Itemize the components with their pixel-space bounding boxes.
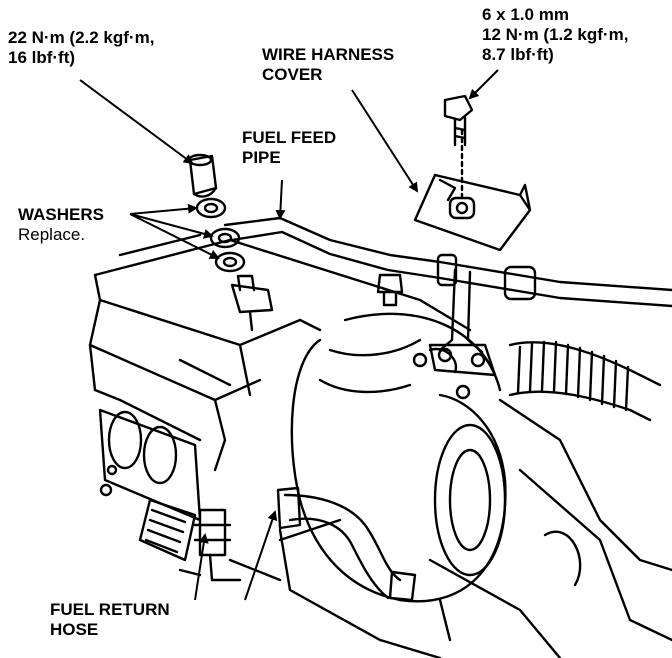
leader-bolt-spec [468, 69, 499, 100]
bolt-spec-label: 6 x 1.0 mm 12 N·m (1.2 kgf·m, 8.7 lbf·ft… [482, 5, 628, 65]
leader-wire-harness-cover [351, 89, 419, 193]
fuel-return-hose-label: FUEL RETURN HOSE [50, 600, 170, 640]
wire-harness-line-1: WIRE HARNESS [262, 45, 395, 64]
leader-fuel-feed-pipe [275, 179, 286, 220]
leader-torque-left [79, 79, 194, 165]
torque-left-line-1: 22 N·m (2.2 kgf·m, [8, 28, 155, 47]
bolt-spec-line-1: 6 x 1.0 mm [482, 5, 569, 24]
leader-washer-1 [129, 203, 198, 215]
washers-title: WASHERS [18, 205, 104, 224]
fuel-return-hose [276, 486, 417, 602]
washers [195, 197, 246, 273]
leader-fuel-return-1 [194, 533, 209, 601]
banjo-bolt-icon [187, 153, 218, 198]
washers-label: WASHERS Replace. [18, 205, 104, 245]
fuel-feed-line-2: PIPE [242, 148, 281, 167]
banjo-fitting [230, 274, 274, 332]
intake-manifold [88, 233, 472, 472]
wire-harness-line-2: COVER [262, 65, 323, 84]
wire-harness-cover-label: WIRE HARNESS COVER [262, 45, 394, 85]
leader-fuel-return-2 [244, 510, 278, 601]
fuel-feed-pipe-label: FUEL FEED PIPE [242, 128, 336, 168]
bolt-spec-line-3: 8.7 lbf·ft) [482, 45, 554, 64]
washers-note: Replace. [18, 225, 86, 244]
torque-left-line-2: 16 lbf·ft) [8, 48, 76, 67]
cover-bolt-icon [443, 94, 474, 147]
wire-harness-cover [413, 128, 532, 252]
fuel-return-line-1: FUEL RETURN [50, 600, 170, 619]
fuel-feed-line-1: FUEL FEED [242, 128, 337, 147]
feed-pipe-bracket [376, 268, 497, 377]
leader-washer-2 [129, 213, 214, 239]
bolt-spec-line-2: 12 N·m (1.2 kgf·m, [482, 25, 629, 44]
torque-spec-label-left: 22 N·m (2.2 kgf·m, 16 lbf·ft) [8, 28, 154, 68]
intake-duct [508, 340, 662, 422]
fuel-return-line-2: HOSE [50, 620, 99, 639]
leader-washer-3 [129, 213, 220, 259]
